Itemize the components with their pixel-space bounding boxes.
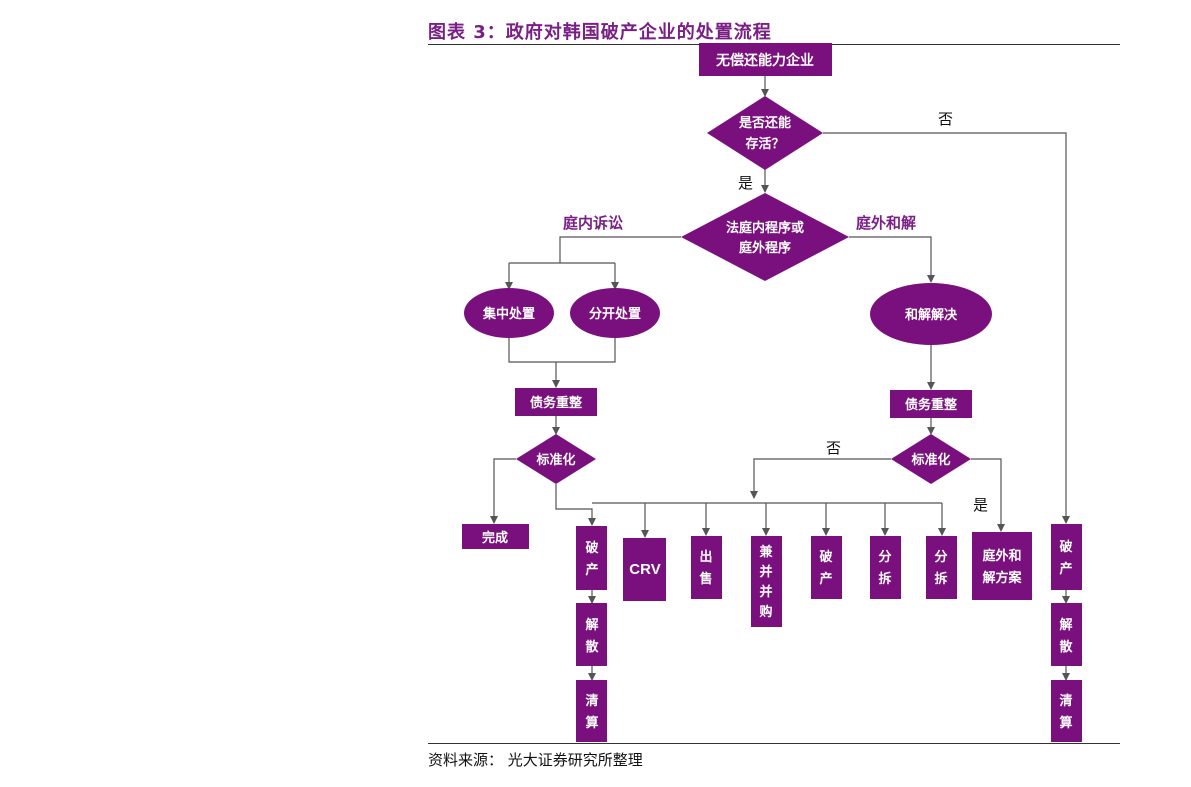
no-label-2: 否 bbox=[826, 439, 841, 457]
sale-node bbox=[691, 536, 722, 599]
split1-char2: 拆 bbox=[878, 571, 891, 587]
out-of-court-plan-node bbox=[972, 532, 1032, 600]
liquidation-left-char1: 清 bbox=[585, 693, 598, 709]
debt-restructure-right bbox=[890, 390, 972, 418]
crv-node bbox=[623, 538, 666, 601]
split2-char1: 分 bbox=[934, 549, 947, 565]
liquidation-right-char1: 清 bbox=[1059, 693, 1072, 709]
standardize-right-decision bbox=[891, 434, 971, 484]
bankruptcy-right-node bbox=[1051, 524, 1082, 590]
dissolution-left-char2: 散 bbox=[585, 639, 599, 655]
centralized-disposal-label: 集中处置 bbox=[482, 306, 535, 322]
liquidation-right-char2: 算 bbox=[1059, 715, 1072, 731]
out-of-court-plan-line2: 解方案 bbox=[981, 570, 1022, 586]
dissolution-right-char2: 散 bbox=[1059, 639, 1073, 655]
sale-char1: 出 bbox=[699, 549, 712, 565]
bankruptcy-right-char2: 产 bbox=[1059, 561, 1072, 577]
connectors bbox=[490, 76, 1070, 681]
sale-char2: 售 bbox=[699, 571, 712, 587]
merger-char1: 兼 bbox=[759, 544, 773, 560]
survive-decision-line2: 存活？ bbox=[745, 136, 784, 152]
split2-char2: 拆 bbox=[934, 571, 947, 587]
figure-title: 图表 3：政府对韩国破产企业的处置流程 bbox=[428, 22, 772, 43]
edge-labels: 否 是 庭内诉讼 庭外和解 否 是 bbox=[563, 110, 988, 514]
standardize-right-label: 标准化 bbox=[910, 452, 950, 468]
nodes: 无偿还能力企业 是否还能 存活？ 法庭内程序或 庭外程序 集中处置 分开处置 和… bbox=[462, 43, 1082, 742]
debt-restructure-right-label: 债务重整 bbox=[905, 397, 958, 413]
merger-char3: 并 bbox=[759, 584, 772, 600]
footer-rule bbox=[428, 743, 1120, 744]
settlement-label: 和解解决 bbox=[905, 307, 958, 323]
liquidation-left-char2: 算 bbox=[585, 715, 598, 731]
standardize-left-label: 标准化 bbox=[535, 452, 575, 468]
split-node-2 bbox=[926, 536, 957, 599]
bankruptcy-left-char1: 破 bbox=[585, 540, 598, 556]
separate-disposal-node bbox=[570, 288, 660, 338]
debt-restructure-left-label: 债务重整 bbox=[530, 395, 583, 411]
no-label-1: 否 bbox=[938, 110, 953, 128]
merger-char2: 并 bbox=[759, 564, 772, 580]
yes-label-1: 是 bbox=[738, 174, 753, 192]
debt-restructure-left bbox=[515, 388, 597, 416]
procedure-decision-line1: 法庭内程序或 bbox=[726, 220, 804, 236]
out-of-court-plan-line1: 庭外和 bbox=[982, 548, 1021, 564]
source-note: 资料来源： 光大证券研究所整理 bbox=[428, 751, 643, 769]
merger-acquisition-node bbox=[751, 536, 782, 627]
survive-decision-line1: 是否还能 bbox=[738, 115, 791, 131]
bankruptcy-middle-char2: 产 bbox=[819, 571, 832, 587]
crv-label: CRV bbox=[629, 561, 660, 578]
liquidation-left-node bbox=[576, 680, 607, 742]
start-node bbox=[699, 43, 832, 76]
bankruptcy-left-node bbox=[576, 526, 607, 590]
split-node-1 bbox=[870, 536, 901, 599]
dissolution-right-node bbox=[1051, 603, 1082, 666]
start-label: 无偿还能力企业 bbox=[715, 52, 814, 69]
complete-node bbox=[462, 524, 529, 549]
dissolution-left-char1: 解 bbox=[584, 617, 598, 633]
dissolution-left-node bbox=[576, 603, 607, 666]
bankruptcy-middle-node bbox=[811, 536, 842, 599]
bankruptcy-right-char1: 破 bbox=[1059, 539, 1072, 555]
separate-disposal-label: 分开处置 bbox=[589, 306, 641, 322]
split1-char1: 分 bbox=[878, 549, 891, 565]
dissolution-right-char1: 解 bbox=[1058, 617, 1072, 633]
centralized-disposal-node bbox=[464, 288, 554, 338]
procedure-decision-line2: 庭外程序 bbox=[739, 240, 791, 256]
settlement-node bbox=[870, 283, 992, 345]
bankruptcy-left-char2: 产 bbox=[585, 562, 598, 578]
merger-char4: 购 bbox=[759, 604, 772, 620]
bankruptcy-middle-char1: 破 bbox=[819, 549, 832, 565]
court-label: 庭内诉讼 bbox=[563, 214, 623, 232]
procedure-decision bbox=[681, 193, 849, 281]
complete-label: 完成 bbox=[482, 530, 508, 546]
outcourt-label: 庭外和解 bbox=[856, 214, 916, 232]
standardize-left-decision bbox=[516, 434, 596, 484]
yes-label-2: 是 bbox=[973, 496, 988, 514]
survive-decision bbox=[707, 96, 823, 170]
liquidation-right-node bbox=[1051, 680, 1082, 742]
